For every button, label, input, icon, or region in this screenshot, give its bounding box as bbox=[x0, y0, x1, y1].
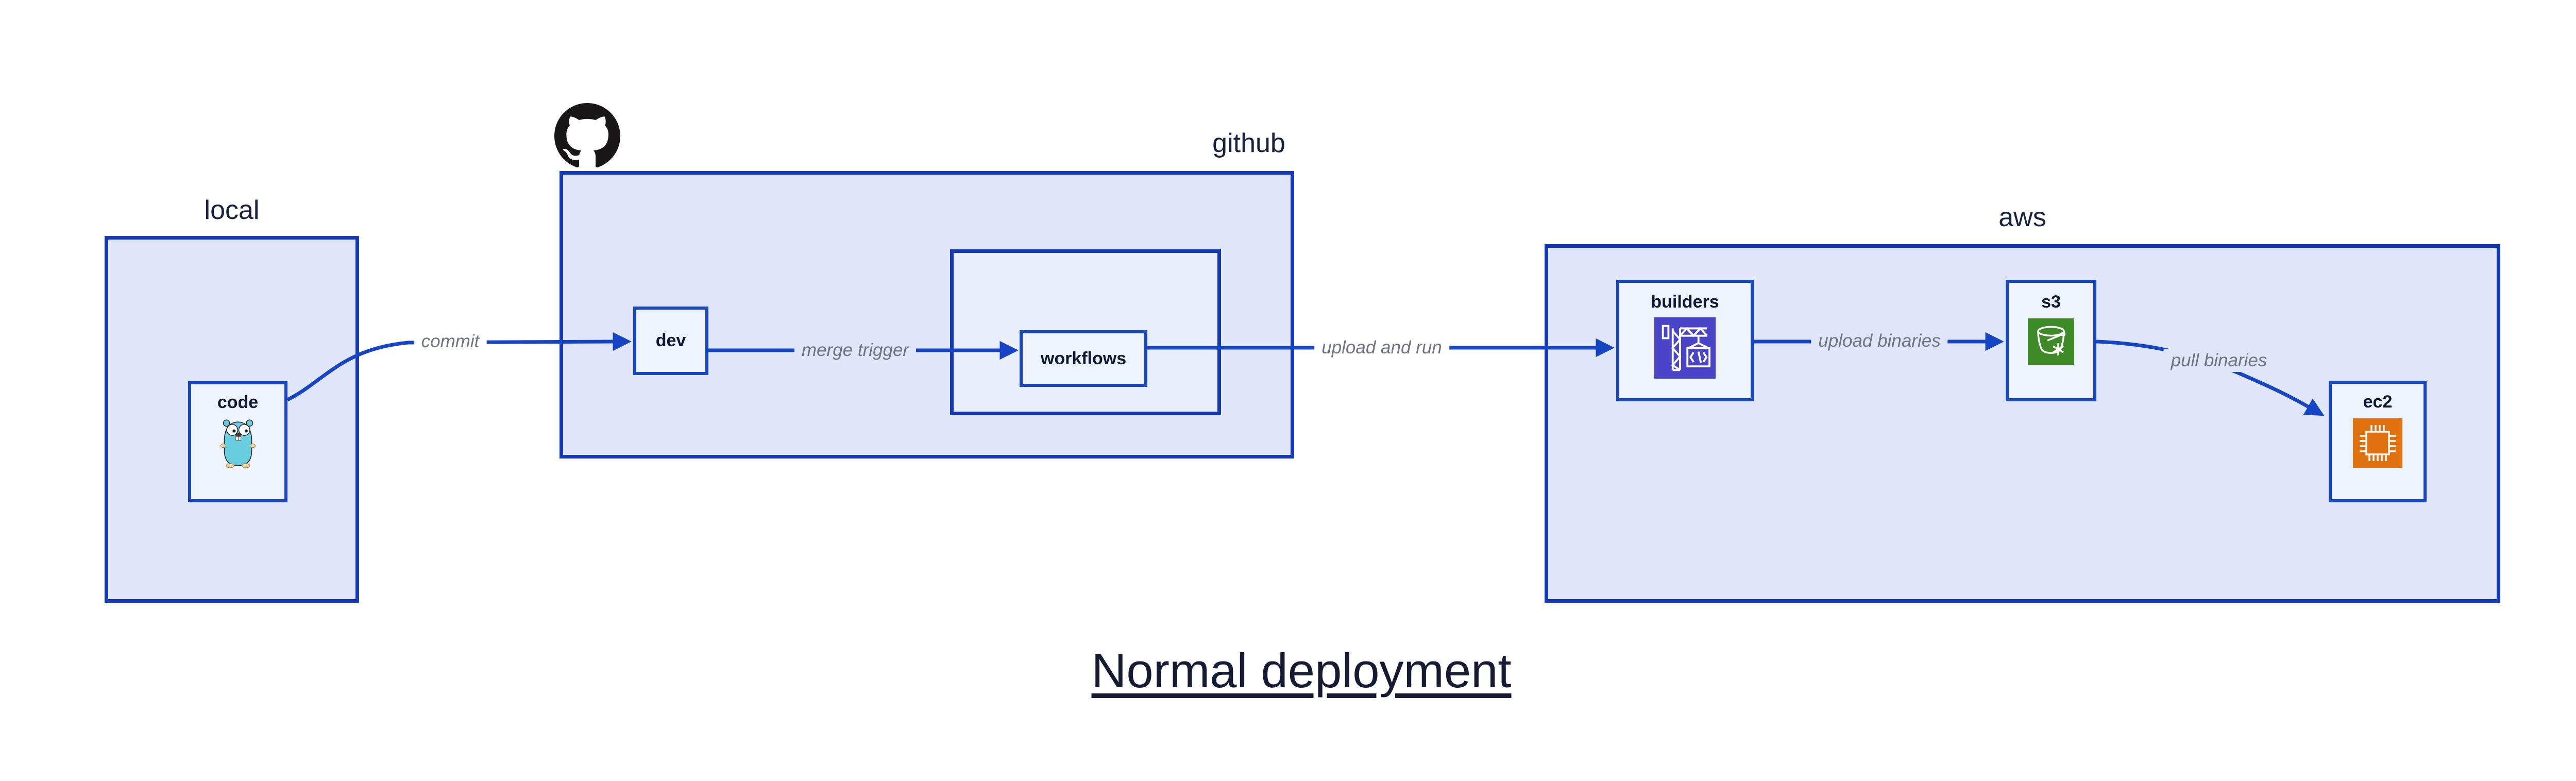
edge-label-pull-binaries: pull binaries bbox=[2163, 349, 2275, 372]
edge-label-merge-trigger: merge trigger bbox=[794, 339, 917, 362]
node-label-builders: builders bbox=[1651, 292, 1719, 312]
region-label-aws: aws bbox=[1998, 202, 2046, 232]
node-label-code: code bbox=[217, 393, 259, 412]
region-label-local: local bbox=[204, 195, 260, 225]
s3-bucket-icon bbox=[2028, 318, 2074, 365]
node-workflows: workflows bbox=[1020, 330, 1147, 387]
node-builders: builders bbox=[1616, 280, 1754, 401]
node-code: code bbox=[188, 381, 287, 502]
diagram-title: Normal deployment bbox=[1091, 643, 1512, 698]
node-label-dev: dev bbox=[655, 331, 686, 350]
github-octocat-icon bbox=[554, 103, 620, 169]
node-dev: dev bbox=[633, 307, 708, 375]
node-s3: s3 bbox=[2006, 280, 2096, 401]
node-label-s3: s3 bbox=[2041, 292, 2061, 312]
node-ec2: ec2 bbox=[2329, 381, 2427, 502]
go-gopher-icon bbox=[220, 419, 256, 468]
ec2-chip-icon bbox=[2353, 418, 2402, 468]
edge-label-commit: commit bbox=[414, 330, 487, 353]
codebuild-crane-icon bbox=[1654, 317, 1716, 379]
edge-label-upload-and-run: upload and run bbox=[1314, 336, 1449, 359]
node-label-ec2: ec2 bbox=[2363, 392, 2393, 412]
node-label-workflows: workflows bbox=[1040, 348, 1127, 368]
edge-label-upload-binaries: upload binaries bbox=[1811, 330, 1948, 352]
region-label-github: github bbox=[1212, 128, 1285, 158]
